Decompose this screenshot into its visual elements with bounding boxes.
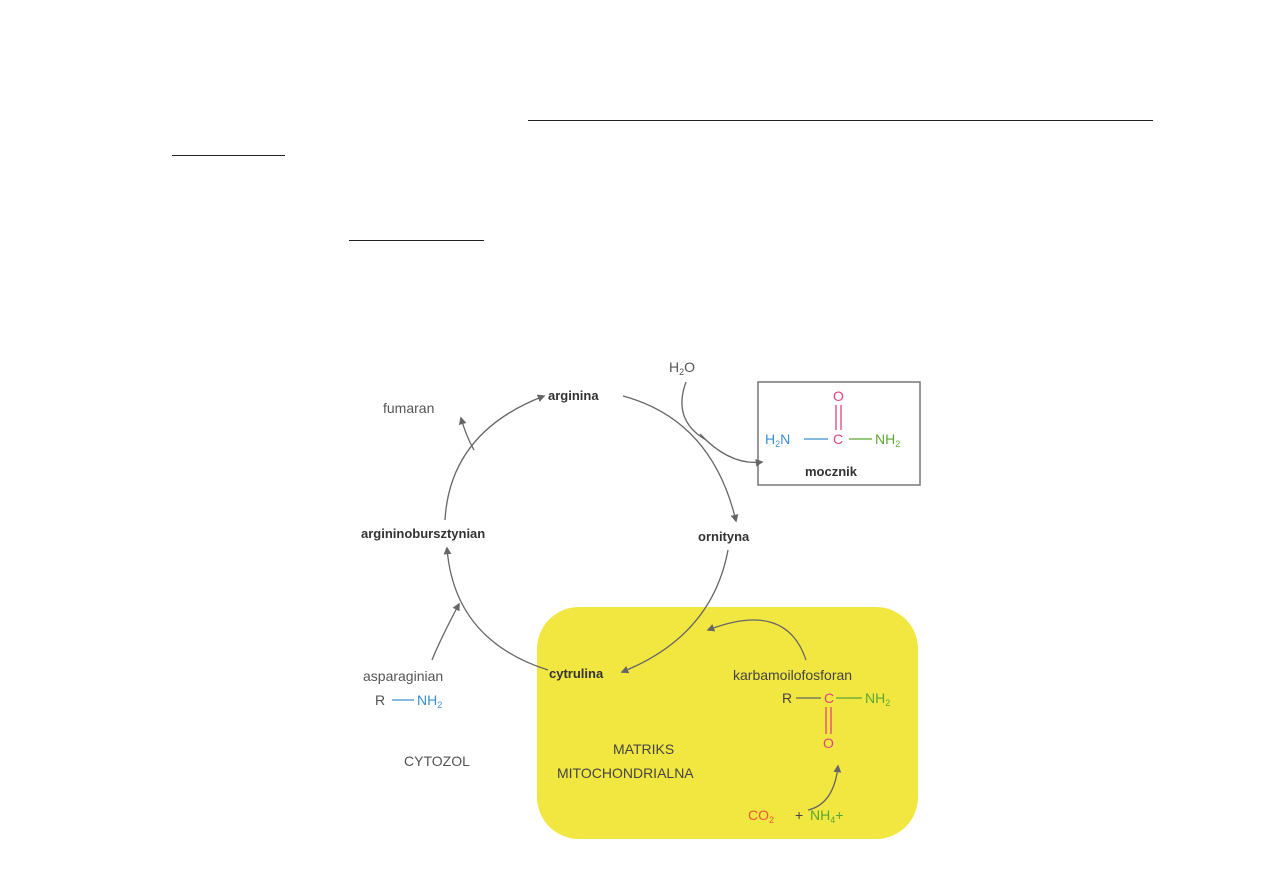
arrow-to-fumarate [458,416,475,451]
label-cytosol: CYTOZOL [404,753,470,769]
aspartate-amine: NH2 [417,692,442,710]
carbamoyl-carbon: C [824,690,834,706]
aspartate-r: R [375,692,385,708]
arrow-arginine-to-ornithine [622,395,739,523]
label-ammonium: NH4+ [810,807,843,825]
label-carbamoyl-phosphate: karbamoilofosforan [733,667,852,683]
label-plus: + [795,807,803,823]
label-argininosuccinate: argininobursztynian [361,526,485,541]
label-aspartate: asparaginian [363,668,443,684]
urea-left-group: H2N [765,431,790,449]
arrow-carbamoyl-to-citrulline [706,619,807,661]
blank-line-second [172,155,285,156]
arrow-argininosuccinate-to-arginine [444,394,546,521]
label-citrulline: cytrulina [549,666,604,681]
blank-line-top [528,120,1153,121]
urea-right-group: NH2 [875,431,900,449]
label-water: H2O [669,359,695,377]
carbamoyl-r: R [782,690,792,706]
urea-carbon: C [833,431,843,447]
label-matrix-line2: MITOCHONDRIALNA [557,765,694,781]
label-matrix-line1: MATRIKS [613,741,674,757]
mitochondrial-matrix-region [537,607,918,839]
arrow-ornithine-to-citrulline [620,549,729,674]
blank-line-third [349,240,484,241]
carbamoyl-oxygen: O [823,735,834,751]
label-arginine: arginina [548,388,599,403]
label-urea: mocznik [805,464,858,479]
arrow-water-in [681,381,707,441]
label-ornithine: ornityna [698,529,750,544]
carbamoyl-amine: NH2 [865,690,890,708]
arrow-to-urea [699,433,764,467]
arrow-aspartate-in [431,602,460,661]
label-fumarate: fumaran [383,400,434,416]
urea-oxygen: O [833,388,844,404]
arrow-co2-to-carbamoyl [807,764,842,811]
urea-box [757,381,921,486]
label-co2: CO2 [748,807,774,825]
arrow-citrulline-to-argininosuccinate [443,546,549,671]
